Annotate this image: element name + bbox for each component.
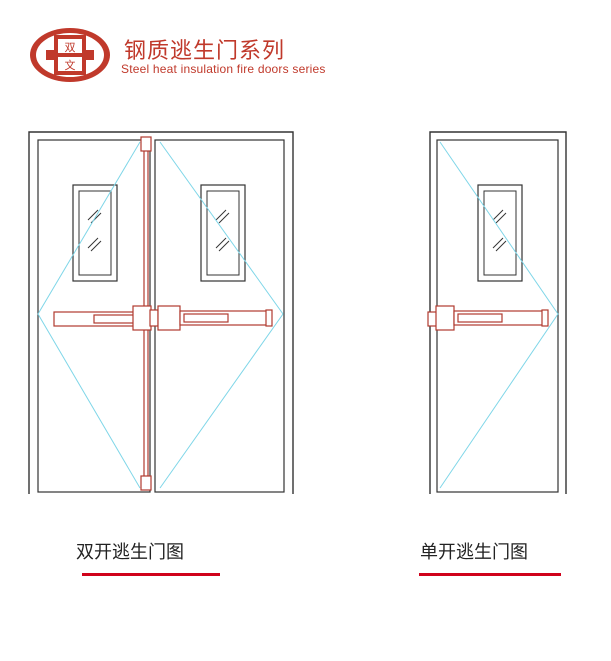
company-logo: 双 文	[28, 26, 112, 84]
double-caption-underline	[82, 573, 220, 576]
double-door-caption: 双开逃生门图	[76, 542, 184, 563]
right-panic-bar	[157, 305, 273, 331]
single-door-window	[477, 184, 523, 282]
brand-subtitle: Steel heat insulation fire doors series	[121, 62, 326, 76]
double-door-diagram	[28, 131, 294, 494]
single-door-swing-lines	[439, 141, 559, 489]
left-panic-bar	[53, 305, 159, 331]
right-door-window	[200, 184, 246, 282]
left-door-window	[72, 184, 118, 282]
single-caption-underline	[419, 573, 561, 576]
single-panic-bar	[427, 305, 549, 331]
logo-char-top: 双	[65, 41, 76, 54]
single-door-caption: 单开逃生门图	[420, 542, 528, 563]
single-door-diagram	[427, 131, 567, 494]
double-door-swing-lines	[37, 141, 284, 489]
logo-char-bottom: 文	[65, 58, 76, 72]
brand-title: 钢质逃生门系列	[124, 39, 286, 64]
